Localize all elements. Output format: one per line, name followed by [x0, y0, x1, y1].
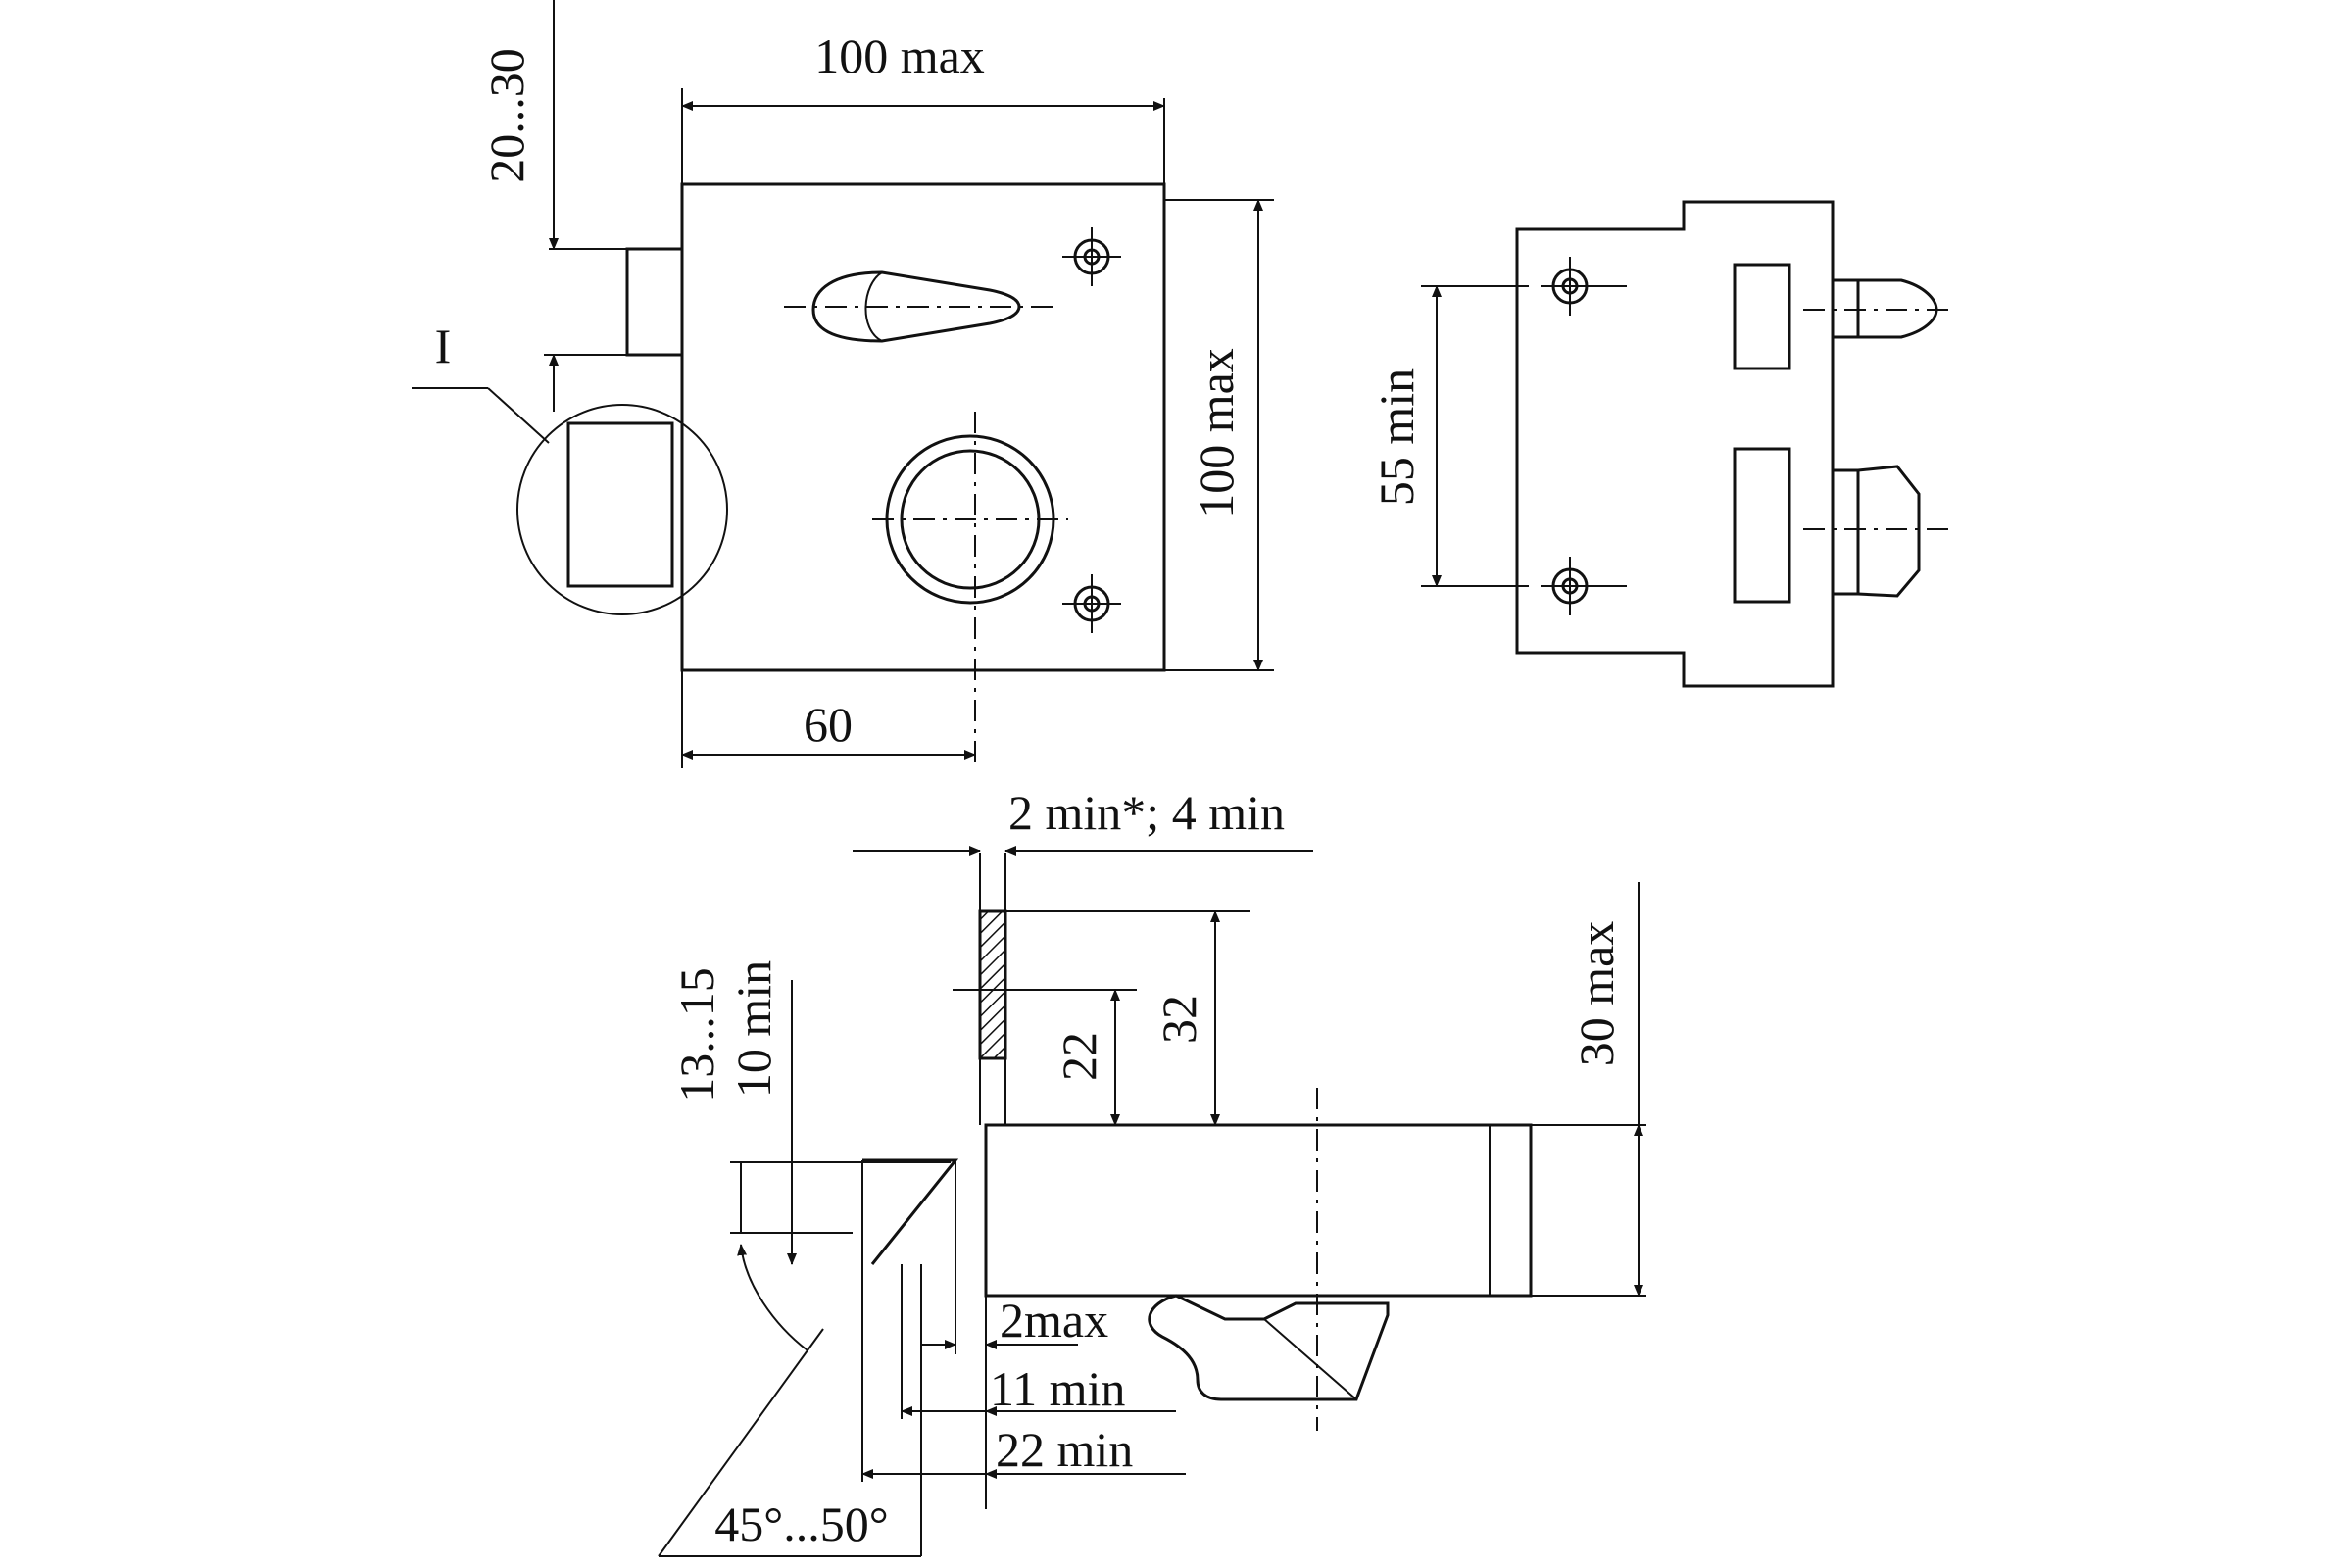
label-front-width: 100 max: [814, 28, 985, 83]
side-bolt-top: [1803, 278, 1950, 339]
section-body: [984, 1123, 1533, 1298]
dim-strike-height: 32: [1005, 910, 1250, 1126]
dim-bolt-offset: 20...30: [479, 0, 627, 412]
dim-gap: 2 min*; 4 min: [853, 785, 1313, 911]
label-cylinder-offset: 60: [804, 697, 853, 752]
dim-bolt-min: 10 min: [726, 960, 797, 1265]
latch-bolt: [566, 421, 674, 588]
label-body-height: 30 max: [1569, 921, 1624, 1067]
side-body: [1515, 200, 1835, 688]
dim-cylinder-offset: 60: [681, 670, 976, 768]
screw-hole-bottom-front: [1062, 574, 1121, 633]
side-slot-lower: [1733, 447, 1791, 604]
side-latch-bottom: [1803, 465, 1950, 598]
keyhole-slot: [784, 270, 1058, 343]
section-view: 2 min*; 4 min 32 22 30 max 13...15: [658, 785, 1646, 1557]
dim-clearance: 2max: [921, 1203, 1108, 1354]
label-depth-22: 22 min: [996, 1422, 1133, 1477]
label-clearance: 2max: [1000, 1293, 1108, 1348]
label-depth-11: 11 min: [990, 1361, 1125, 1416]
label-screw-spacing: 55 min: [1369, 368, 1424, 506]
dim-bolt-throw: 13...15: [669, 967, 951, 1234]
dim-depth-22: 22 min: [861, 1372, 1186, 1509]
bevel-bolt: [861, 1158, 959, 1372]
label-strike-height: 32: [1152, 995, 1206, 1044]
dim-front-width: 100 max: [681, 28, 1165, 184]
cylinder: [872, 412, 1068, 764]
leader-detail-I: I: [412, 318, 550, 444]
front-view: 100 max 100 max 20...30 I 60: [412, 0, 1274, 768]
label-strike-inner: 22: [1052, 1032, 1106, 1081]
screw-hole-top-front: [1062, 227, 1121, 286]
strike-plate: [978, 909, 1007, 1060]
label-bevel-angle: 45°...50°: [714, 1496, 889, 1551]
dim-front-height: 100 max: [1164, 199, 1274, 671]
dim-body-height: 30 max: [1531, 882, 1646, 1297]
label-bolt-min: 10 min: [726, 960, 781, 1098]
detail-circle-I: [516, 404, 728, 615]
dim-screw-spacing: 55 min: [1369, 285, 1529, 587]
screw-hole-bottom-side: [1541, 557, 1627, 615]
label-front-height: 100 max: [1189, 348, 1244, 518]
dim-strike-inner: 22: [953, 989, 1137, 1126]
screw-hole-top-side: [1541, 257, 1627, 316]
label-detail-ref: I: [435, 318, 452, 373]
side-view: 55 min: [1369, 200, 1950, 688]
label-bolt-offset: 20...30: [479, 48, 534, 183]
label-gap: 2 min*; 4 min: [1008, 785, 1285, 840]
latch-tongue: [1148, 1294, 1390, 1401]
top-bolt: [625, 247, 684, 357]
label-bolt-throw: 13...15: [669, 967, 724, 1102]
dim-bevel-angle: 45°...50°: [658, 1244, 922, 1557]
dim-depth-11: 11 min: [901, 1264, 1176, 1419]
side-slot-upper: [1733, 263, 1791, 370]
